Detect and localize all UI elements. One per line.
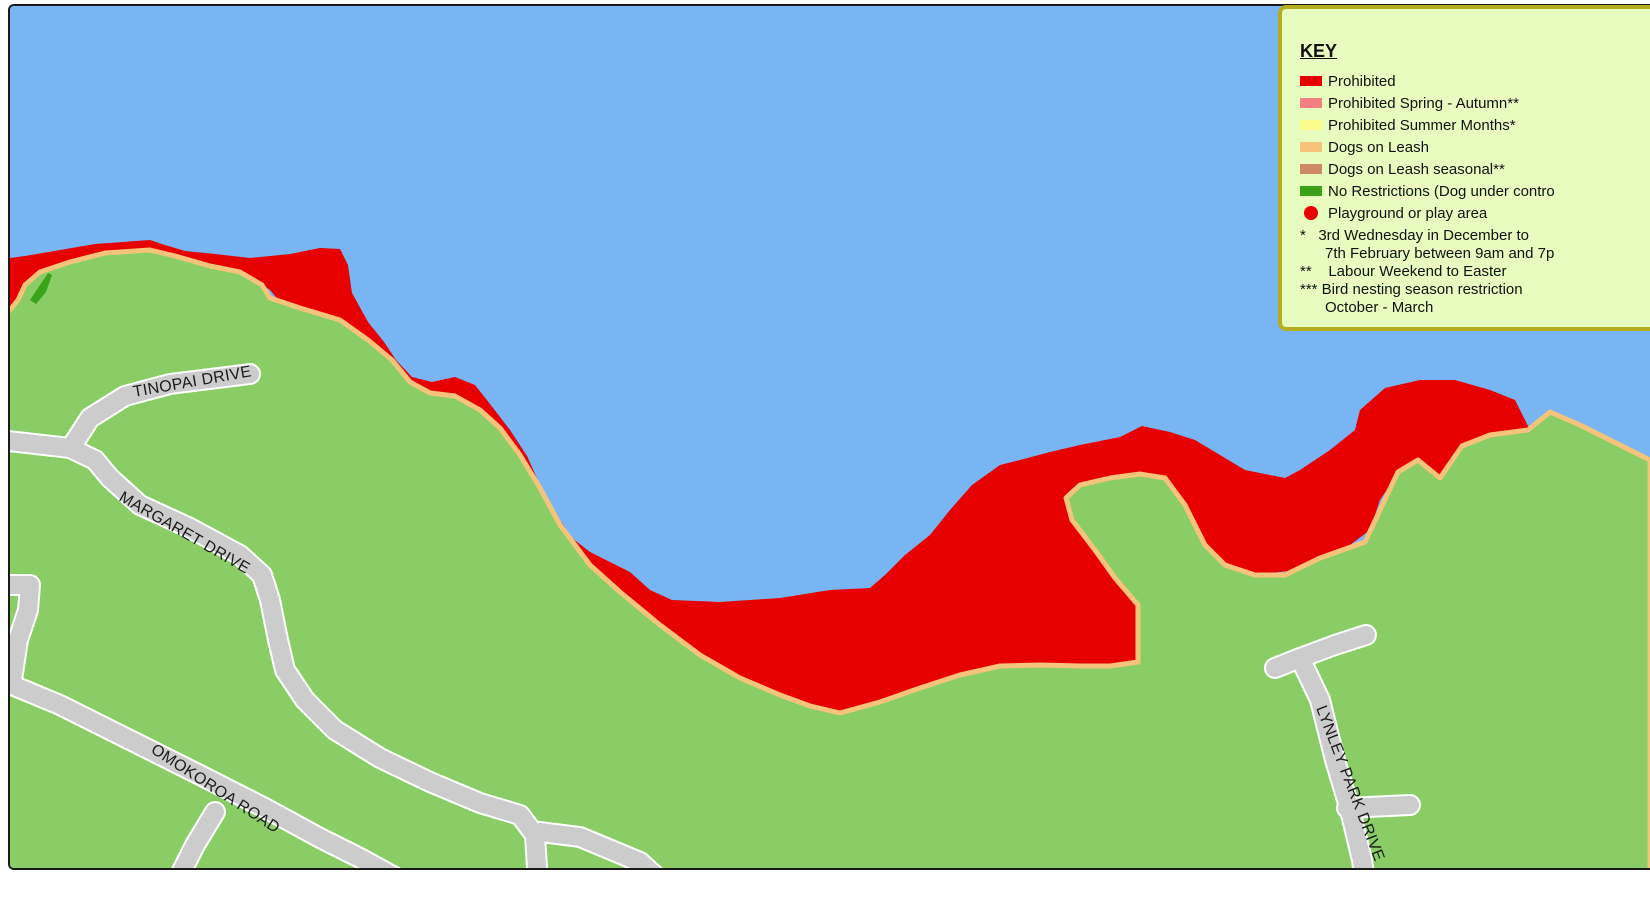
green-fill-swatch	[1300, 186, 1322, 196]
legend-item-label: Prohibited Summer Months*	[1328, 116, 1516, 134]
legend-note: ** Labour Weekend to Easter	[1300, 263, 1507, 280]
legend-item-playground: Playground or play area	[1300, 203, 1487, 223]
legend-item-dogs-on-leash-seasonal: Dogs on Leash seasonal**	[1300, 159, 1505, 179]
legend-item-dogs-on-leash: Dogs on Leash	[1300, 137, 1429, 157]
legend-note: 7th February between 9am and 7p	[1300, 245, 1555, 262]
legend-title: KEY	[1300, 41, 1338, 61]
legend-item-label: Prohibited Spring - Autumn**	[1328, 94, 1519, 112]
map-legend: KEY Prohibited Prohibited Spring - Autum…	[1278, 5, 1650, 331]
legend-note: *** Bird nesting season restriction	[1300, 281, 1523, 298]
tan-fill-swatch	[1300, 142, 1322, 152]
legend-item-label: Dogs on Leash seasonal**	[1328, 160, 1505, 178]
legend-item-prohibited-summer: Prohibited Summer Months*	[1300, 115, 1516, 135]
legend-item-no-restrictions: No Restrictions (Dog under contro	[1300, 181, 1555, 201]
red-fill-swatch	[1300, 76, 1322, 86]
land-area	[10, 247, 1650, 868]
road-network	[10, 363, 1421, 868]
pink-fill-swatch	[1300, 98, 1322, 108]
legend-item-label: Prohibited	[1328, 72, 1396, 90]
legend-note: October - March	[1300, 299, 1434, 316]
legend-item-label: Playground or play area	[1328, 204, 1488, 222]
no-restriction-strip	[30, 273, 52, 304]
legend-note: * 3rd Wednesday in December to	[1300, 227, 1530, 244]
red-dot-marker	[1304, 206, 1318, 220]
yellow-fill-swatch	[1300, 120, 1322, 130]
legend-item-prohibited-spring-autumn: Prohibited Spring - Autumn**	[1300, 93, 1519, 113]
legend-item-prohibited: Prohibited	[1300, 71, 1396, 91]
brown-fill-swatch	[1300, 164, 1322, 174]
legend-item-label: Dogs on Leash	[1328, 138, 1429, 156]
legend-item-label: No Restrictions (Dog under contro	[1328, 182, 1555, 200]
